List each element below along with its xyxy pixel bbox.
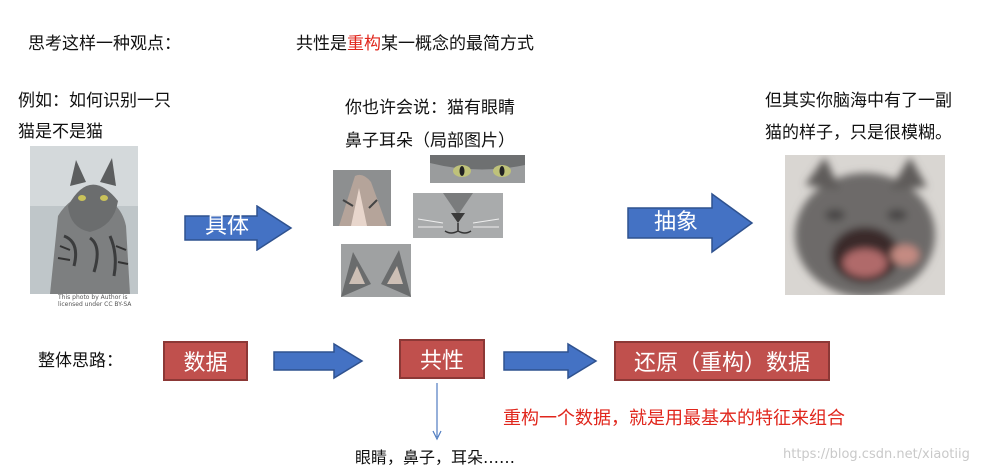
concrete-arrow: 具体 bbox=[183, 205, 293, 251]
right-line-2: 猫的样子，只是很模糊。 bbox=[765, 123, 952, 143]
photo-credit-line-2: licensed under CC BY-SA bbox=[58, 301, 132, 308]
features-text: 眼睛，鼻子，耳朵…… bbox=[355, 448, 516, 467]
cat-nose-photo bbox=[413, 193, 503, 238]
abstract-arrow: 抽象 bbox=[626, 192, 754, 254]
concrete-arrow-label: 具体 bbox=[205, 214, 250, 239]
restore-box: 还原（重构）数据 bbox=[614, 341, 830, 381]
right-line-1: 但其实你脑海中有了一副 bbox=[765, 91, 952, 111]
cat-full-photo bbox=[30, 146, 138, 294]
example-line-2: 猫是不是猫 bbox=[18, 122, 103, 142]
middle-line-1: 你也许会说：猫有眼睛 bbox=[345, 98, 515, 118]
data-box: 数据 bbox=[163, 341, 248, 381]
watermark: https://blog.csdn.net/xiaotiig bbox=[783, 447, 970, 462]
middle-line-2: 鼻子耳朵（局部图片） bbox=[345, 131, 515, 151]
common-box: 共性 bbox=[399, 339, 485, 379]
data-box-label: 数据 bbox=[183, 351, 228, 376]
header-right-highlight: 重构 bbox=[347, 34, 381, 54]
cat-ears-photo bbox=[341, 244, 411, 297]
restore-box-label: 还原（重构）数据 bbox=[633, 351, 810, 376]
photo-credit-line-1: This photo by Author is bbox=[58, 294, 128, 301]
flow-label: 整体思路： bbox=[38, 351, 123, 371]
example-line-1: 例如：如何识别一只 bbox=[18, 91, 171, 111]
blurry-cat-photo bbox=[785, 155, 945, 295]
header-right-suffix: 某一概念的最简方式 bbox=[381, 34, 534, 54]
cat-ear-photo bbox=[333, 170, 391, 226]
header-left-text: 思考这样一种观点： bbox=[28, 34, 181, 54]
header-right-text: 共性是重构某一概念的最简方式 bbox=[296, 33, 534, 55]
common-box-label: 共性 bbox=[419, 349, 464, 374]
abstract-arrow-label: 抽象 bbox=[654, 210, 699, 235]
flow-arrow-1 bbox=[272, 342, 364, 380]
header-right-prefix: 共性是 bbox=[296, 34, 347, 54]
reconstruction-note: 重构一个数据，就是用最基本的特征来组合 bbox=[503, 408, 845, 429]
flow-arrow-2 bbox=[502, 342, 598, 380]
cat-eyes-photo bbox=[430, 155, 525, 183]
down-arrow bbox=[432, 383, 442, 441]
